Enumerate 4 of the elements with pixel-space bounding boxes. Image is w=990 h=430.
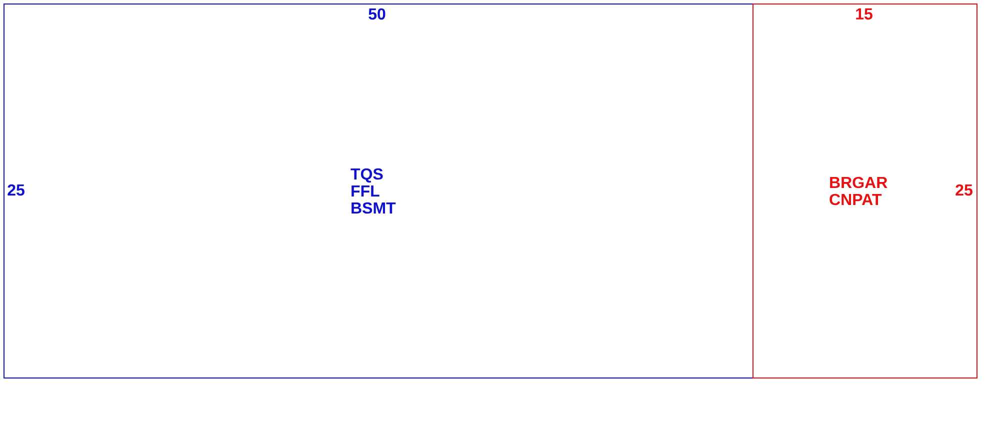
dimension-label: 25 [956,184,972,196]
dimension-label: 50 [368,8,386,20]
dimension-label: 25 [8,184,24,196]
dimension-label: 15 [856,8,872,20]
